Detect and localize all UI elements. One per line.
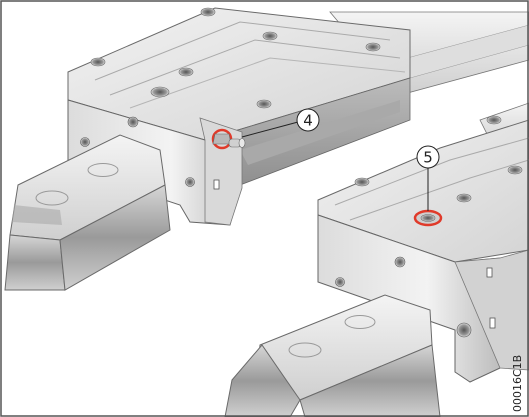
lube-port-5 (413, 209, 443, 227)
callout-4-label: 4 (303, 112, 313, 130)
callout-5-label: 5 (423, 149, 433, 167)
callout-5: 5 (416, 145, 440, 211)
rail-upper-front (4, 134, 171, 291)
guide-carriage-lower (224, 102, 529, 417)
lube-nipple-4 (211, 128, 246, 150)
mounting-holes-lower (354, 115, 523, 203)
mounting-holes-upper (90, 7, 381, 109)
guide-carriage-upper (4, 7, 529, 291)
callout-4: 4 (241, 108, 320, 138)
document-id: 00016C1B (511, 355, 524, 412)
rail-lower-front (224, 294, 441, 417)
